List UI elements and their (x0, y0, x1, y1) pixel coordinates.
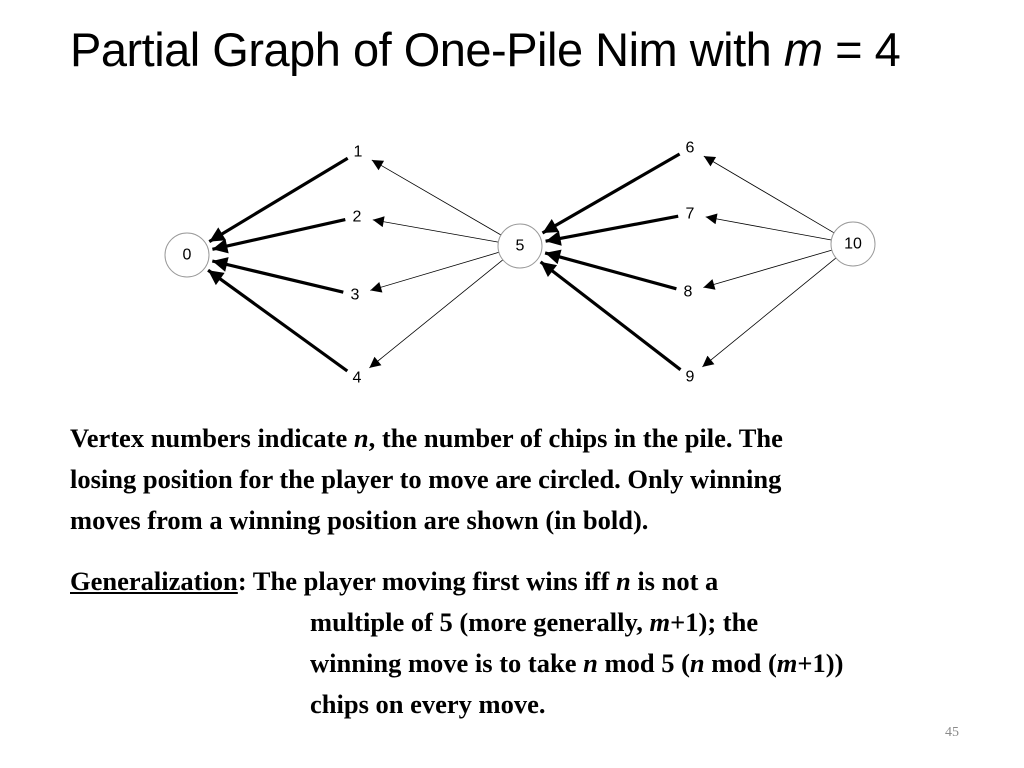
variable-n: n (583, 648, 598, 678)
generalization-text: winning move is to take (310, 648, 584, 678)
node-label-2: 2 (353, 209, 362, 226)
node-6: 6 (686, 140, 695, 157)
edge-10-to-8 (703, 249, 833, 290)
variable-n: n (689, 648, 705, 678)
edge-2-to-0 (212, 218, 346, 254)
generalization-colon: : (237, 566, 247, 596)
edge-5-to-4 (369, 259, 504, 369)
title-suffix: = 4 (822, 23, 901, 76)
edge-5-to-1 (371, 159, 502, 236)
node-7: 7 (686, 206, 695, 223)
edges-layer (207, 152, 837, 373)
generalization-text: mod 5 ( (597, 648, 690, 678)
node-0: 0 (164, 232, 210, 278)
edge-10-to-9 (702, 257, 837, 368)
generalization-text: chips on every move. (310, 689, 546, 719)
generalization-text: The player moving first wins iff (246, 566, 616, 596)
node-2: 2 (353, 209, 362, 226)
generalization-paragraph: Generalization: The player moving first … (70, 561, 1020, 725)
node-circle-0 (164, 232, 210, 278)
description-paragraph: Vertex numbers indicate n, the number of… (70, 418, 1015, 541)
description-text: Vertex numbers indicate (70, 423, 354, 453)
node-circle-5 (497, 223, 543, 269)
description-text: , the number of chips in the pile. The (368, 423, 783, 453)
edge-5-to-2 (372, 216, 499, 243)
node-label-0: 0 (183, 247, 192, 264)
node-label-4: 4 (353, 370, 362, 387)
node-4: 4 (353, 370, 362, 387)
nodes-layer: 0 1 2 3 4 5 6 7 8 9 10 (164, 140, 876, 387)
node-1: 1 (354, 144, 363, 161)
generalization-text: multiple of 5 (more generally, (310, 607, 650, 637)
node-label-1: 1 (354, 144, 363, 161)
edge-3-to-0 (211, 257, 344, 294)
description-text: losing position for the player to move a… (70, 464, 782, 494)
edge-6-to-5 (541, 152, 681, 235)
variable-m: m (649, 607, 671, 637)
variable-n: n (615, 566, 631, 596)
edge-4-to-0 (207, 268, 349, 373)
edge-1-to-0 (208, 156, 349, 243)
node-5: 5 (497, 223, 543, 269)
generalization-text: is not a (630, 566, 719, 596)
node-label-10: 10 (844, 236, 862, 253)
page-number: 45 (945, 725, 959, 740)
edge-9-to-5 (539, 260, 682, 371)
node-10: 10 (830, 221, 876, 267)
generalization-text: mod ( (704, 648, 777, 678)
node-9: 9 (686, 369, 695, 386)
title-variable: m (783, 23, 823, 76)
generalization-term: Generalization (70, 566, 238, 596)
node-label-8: 8 (684, 284, 693, 301)
edge-8-to-5 (544, 249, 677, 291)
node-circle-10 (830, 221, 876, 267)
edge-7-to-5 (545, 214, 679, 246)
node-3: 3 (351, 287, 360, 304)
node-label-9: 9 (686, 369, 695, 386)
edge-10-to-6 (703, 155, 835, 234)
node-8: 8 (684, 284, 693, 301)
node-label-7: 7 (686, 206, 695, 223)
slide-title: Partial Graph of One-Pile Nim with m = 4 (70, 22, 901, 78)
generalization-text: +1)) (797, 648, 844, 678)
title-prefix: Partial Graph of One-Pile Nim with (70, 23, 784, 76)
node-label-3: 3 (351, 287, 360, 304)
edge-5-to-3 (370, 251, 500, 293)
node-label-6: 6 (686, 140, 695, 157)
variable-m: m (776, 648, 798, 678)
generalization-text: +1); the (670, 607, 759, 637)
edge-10-to-7 (705, 213, 832, 241)
variable-n: n (353, 423, 369, 453)
node-label-5: 5 (516, 238, 525, 255)
description-text: moves from a winning position are shown … (70, 505, 649, 535)
